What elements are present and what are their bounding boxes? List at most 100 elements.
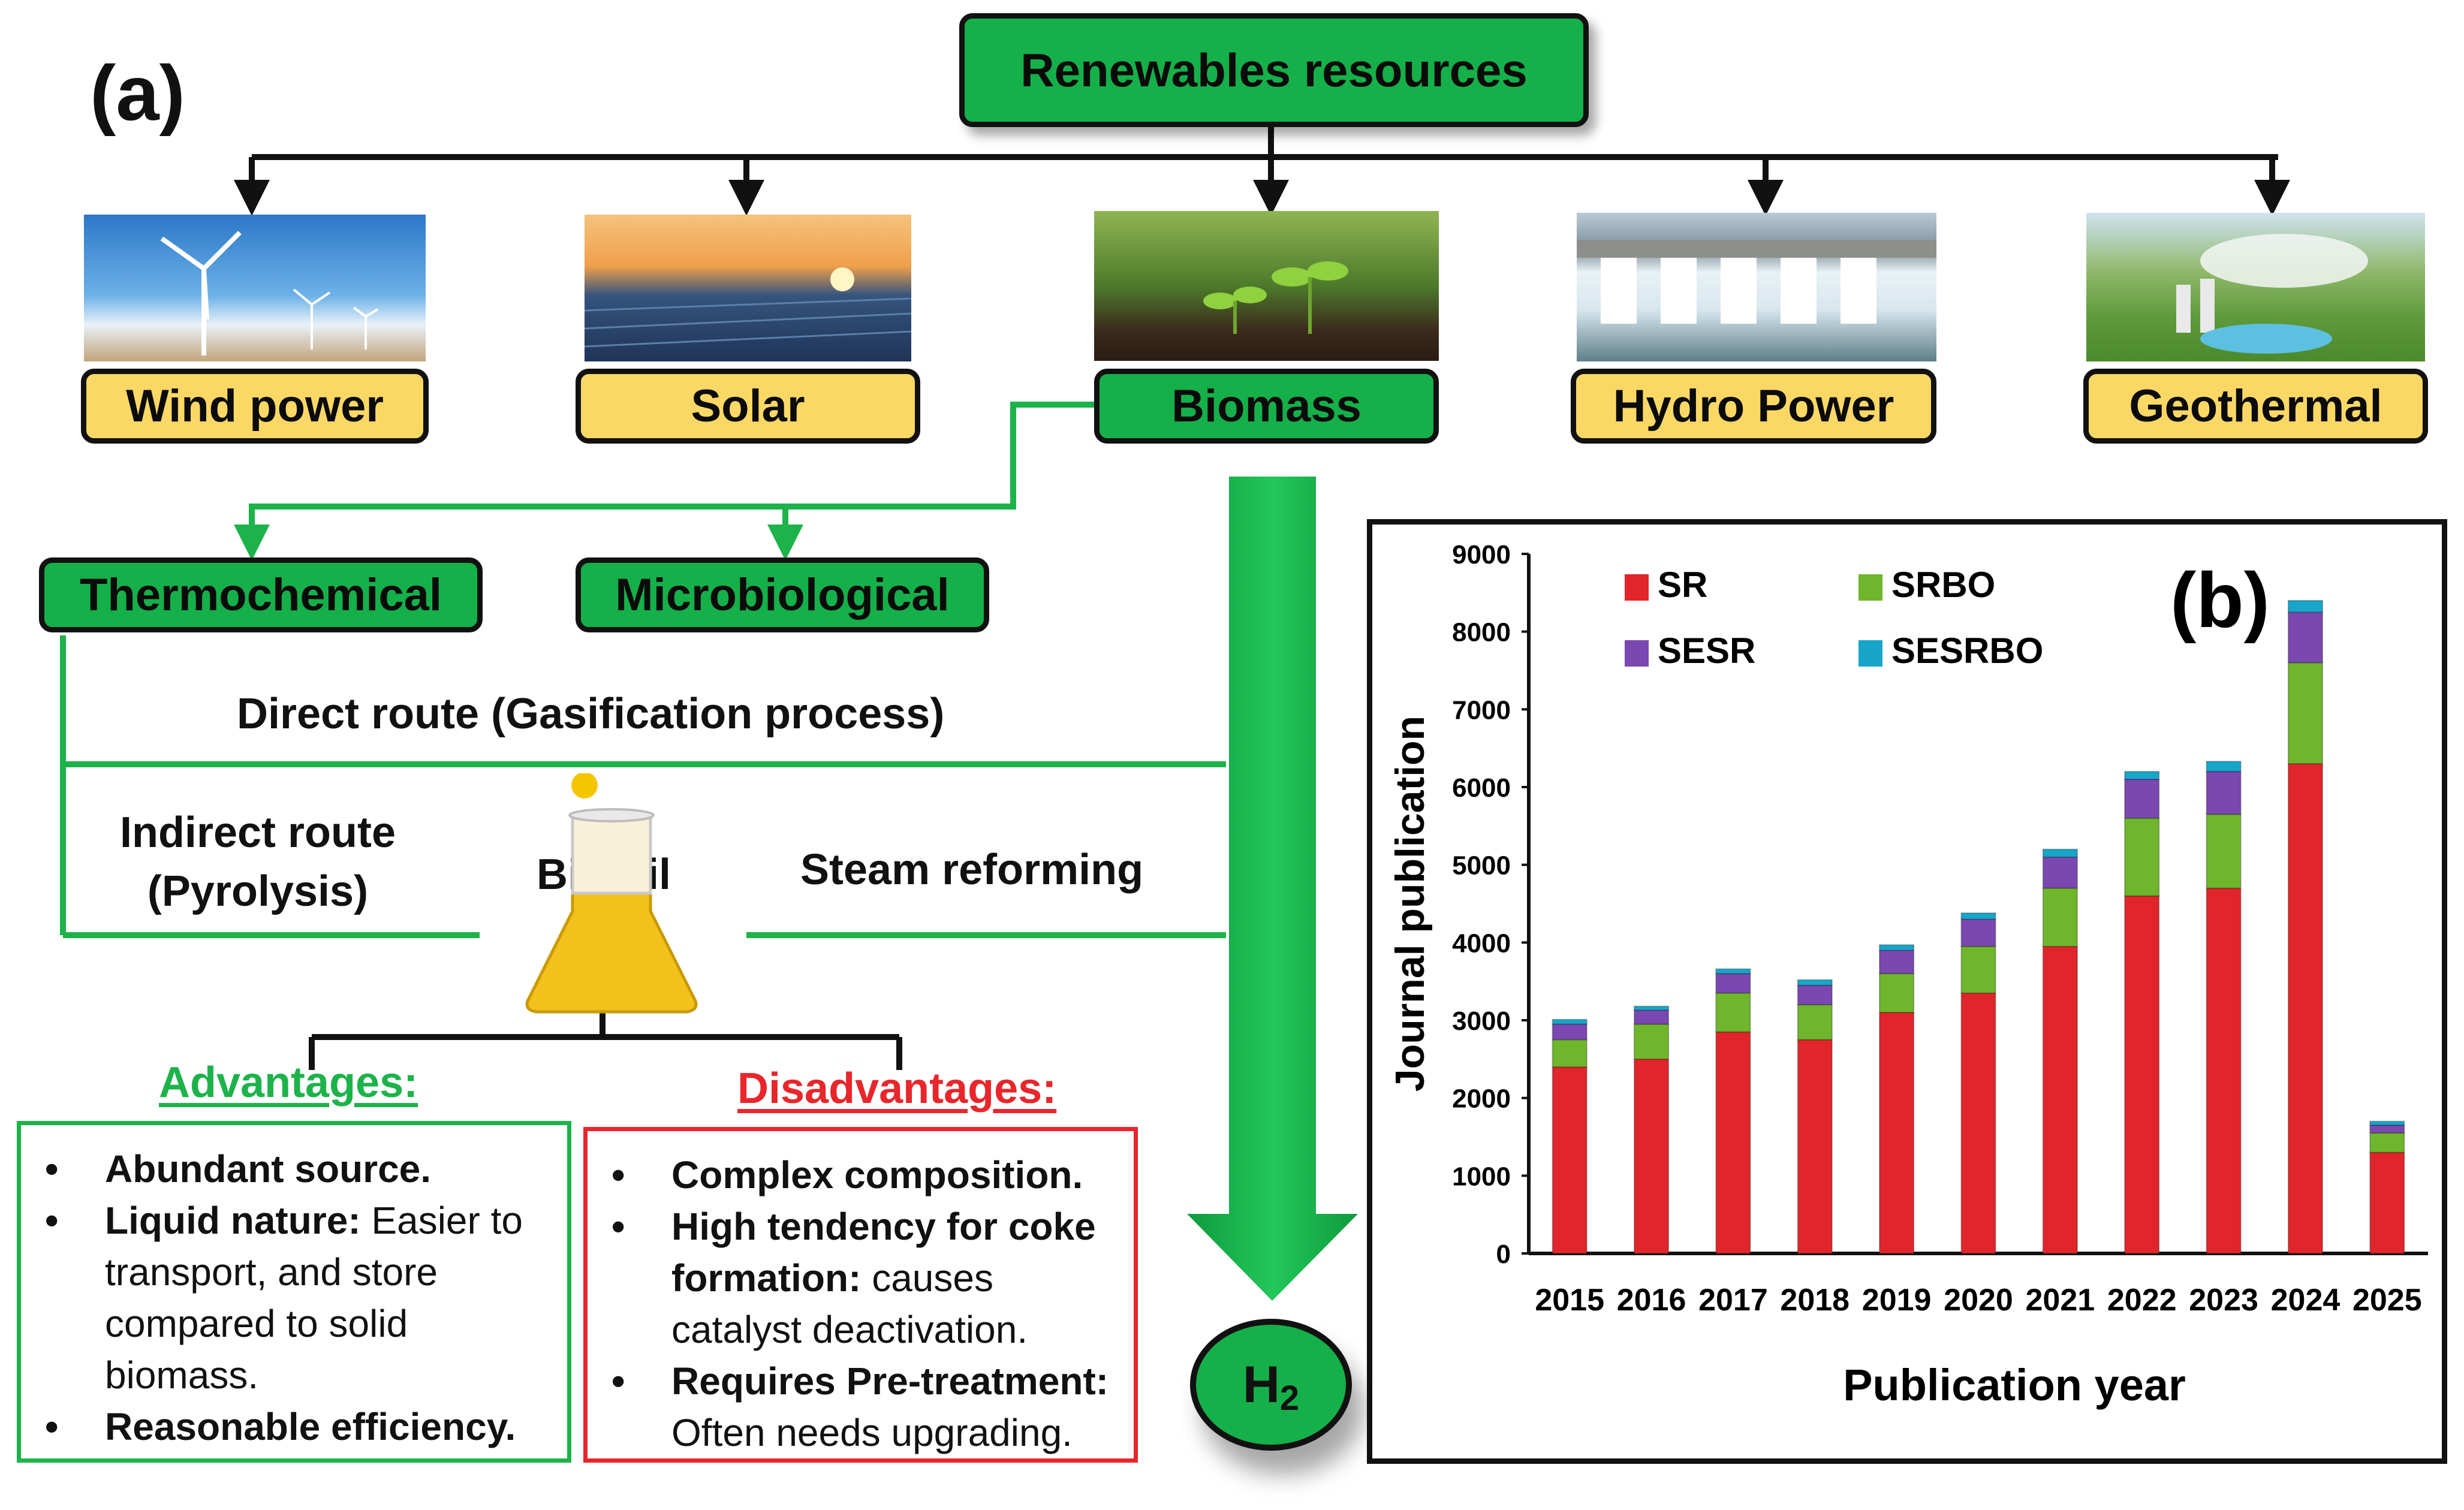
y-tick-label: 6000 xyxy=(1452,773,1511,803)
bar-segment-sesrbo xyxy=(2042,848,2079,858)
bar-segment-sr xyxy=(1633,1058,1670,1254)
bar-segment-sr xyxy=(1960,992,1996,1254)
y-axis-title: Journal publication xyxy=(1387,716,1433,1092)
source-hydro-power: Hydro Power xyxy=(1571,369,1936,444)
legend-label-sesrbo: SESRBO xyxy=(1891,631,2043,671)
x-tick-label: 2024 xyxy=(2271,1283,2341,1318)
bar-segment-sesrbo xyxy=(1797,979,1833,986)
bar-segment-sesrbo xyxy=(2206,761,2242,773)
x-tick-label: 2018 xyxy=(1780,1283,1849,1318)
source-geothermal: Geothermal xyxy=(2083,369,2428,444)
y-tick-label: 2000 xyxy=(1452,1084,1511,1114)
dam-icon xyxy=(1577,240,1936,324)
y-tick-label: 1000 xyxy=(1452,1162,1511,1191)
solar-panels-photo xyxy=(585,215,911,361)
bar-segment-srbo xyxy=(1552,1039,1588,1068)
bar-segment-sr xyxy=(2206,887,2242,1254)
source-label: Wind power xyxy=(126,381,384,432)
panel-a-label: (a) xyxy=(90,49,185,137)
h2-subscript: 2 xyxy=(1279,1378,1300,1418)
bar-segment-sesr xyxy=(1960,918,1996,947)
geothermal-icon xyxy=(2176,234,2368,354)
hydro-dam-photo xyxy=(1577,213,1936,361)
x-tick-label: 2025 xyxy=(2352,1283,2422,1318)
bar-segment-srbo xyxy=(2124,817,2160,897)
disadvantage-item: Requires Pre-treatment: Often needs upgr… xyxy=(612,1355,1134,1458)
disadvantages-heading: Disadvantages: xyxy=(737,1065,1057,1113)
stacked-bar-chart: 0100020003000400050006000700080009000201… xyxy=(1387,540,2428,1410)
bio-oil-flask-icon xyxy=(525,773,698,1014)
bar-segment-srbo xyxy=(2369,1132,2405,1153)
source-solar: Solar xyxy=(576,369,920,444)
x-tick-label: 2017 xyxy=(1698,1283,1768,1318)
x-tick-label: 2020 xyxy=(1944,1283,2013,1318)
bar-segment-sr xyxy=(2287,763,2324,1255)
y-tick-label: 8000 xyxy=(1452,618,1511,647)
indirect-route-line2: (Pyrolysis) xyxy=(147,867,369,915)
bar-segment-sesrbo xyxy=(1552,1018,1588,1025)
bar-segment-sr xyxy=(1715,1031,1751,1254)
advantage-item: Abundant source. xyxy=(45,1143,567,1195)
indirect-route-line1: Indirect route xyxy=(119,809,396,857)
renewables-resources-label: Renewables resources xyxy=(1020,43,1528,97)
disadvantage-item: Complex composition. xyxy=(612,1149,1134,1201)
advantages-box: Abundant source. Liquid nature: Easier t… xyxy=(17,1121,571,1463)
bar-segment-srbo xyxy=(2287,662,2324,765)
bar-segment-sesr xyxy=(2287,611,2324,664)
advantage-item: Reasonable efficiency. xyxy=(45,1401,567,1452)
legend-label-srbo: SRBO xyxy=(1891,565,1995,605)
bar-segment-srbo xyxy=(2042,887,2079,947)
legend-label-sr: SR xyxy=(1658,565,1707,605)
bar-segment-sesr xyxy=(2206,771,2242,815)
bar-segment-sesrbo xyxy=(2287,599,2324,613)
bar-segment-srbo xyxy=(1715,992,1751,1033)
indirect-route-label: Indirect route (Pyrolysis) xyxy=(114,803,402,921)
bar-segment-srbo xyxy=(1633,1023,1670,1060)
panel-b-label: (b) xyxy=(2170,556,2270,644)
x-axis-title: Publication year xyxy=(1843,1360,2186,1410)
bar-segment-sesrbo xyxy=(1633,1005,1670,1011)
bar-segment-sesr xyxy=(2042,856,2079,889)
bar-segment-sesr xyxy=(1879,950,1915,975)
source-label: Hydro Power xyxy=(1613,381,1894,432)
steam-reforming-label: Steam reforming xyxy=(800,846,1144,894)
advantage-item: Liquid nature: Easier to transport, and … xyxy=(45,1195,567,1401)
legend-label-sesr: SESR xyxy=(1658,631,1755,671)
branch-label: Thermochemical xyxy=(80,569,442,620)
bar-segment-sesrbo xyxy=(2124,771,2160,780)
bar-segment-sesrbo xyxy=(2369,1120,2405,1126)
bar-segment-sesrbo xyxy=(1879,944,1915,951)
bar-segment-sesrbo xyxy=(1715,968,1751,975)
source-label: Geothermal xyxy=(2129,381,2382,432)
branch-label: Microbiological xyxy=(615,569,950,620)
y-tick-label: 5000 xyxy=(1452,851,1511,881)
bar-segment-sesr xyxy=(1633,1009,1670,1025)
x-tick-label: 2016 xyxy=(1617,1283,1686,1318)
legend-swatch-srbo xyxy=(1858,574,1882,601)
y-tick-label: 4000 xyxy=(1452,929,1511,958)
y-tick-label: 3000 xyxy=(1452,1006,1511,1036)
source-label: Solar xyxy=(691,381,805,432)
source-biomass: Biomass xyxy=(1094,369,1439,444)
branch-thermochemical: Thermochemical xyxy=(39,557,483,632)
bar-segment-sr xyxy=(1552,1066,1588,1254)
bar-segment-sr xyxy=(2369,1152,2405,1255)
bar-segment-sr xyxy=(2042,945,2079,1254)
renewables-resources-box: Renewables resources xyxy=(959,13,1589,127)
bar-segment-sesr xyxy=(1797,984,1833,1006)
disadvantages-box: Complex composition. High tendency for c… xyxy=(583,1127,1138,1463)
bar-segment-srbo xyxy=(2206,813,2242,889)
direct-route-label: Direct route (Gasification process) xyxy=(237,690,945,738)
advantages-heading: Advantages: xyxy=(159,1059,418,1107)
bar-segment-sr xyxy=(1879,1012,1915,1254)
bar-segment-sesr xyxy=(1715,973,1751,994)
source-wind-power: Wind power xyxy=(81,369,429,444)
x-tick-label: 2019 xyxy=(1862,1283,1932,1318)
x-tick-label: 2021 xyxy=(2026,1283,2095,1318)
wind-turbines-photo xyxy=(84,215,426,361)
bar-segment-sr xyxy=(2124,895,2160,1254)
disadvantage-item: High tendency for coke formation: causes… xyxy=(612,1201,1134,1355)
sun-icon xyxy=(585,267,911,348)
